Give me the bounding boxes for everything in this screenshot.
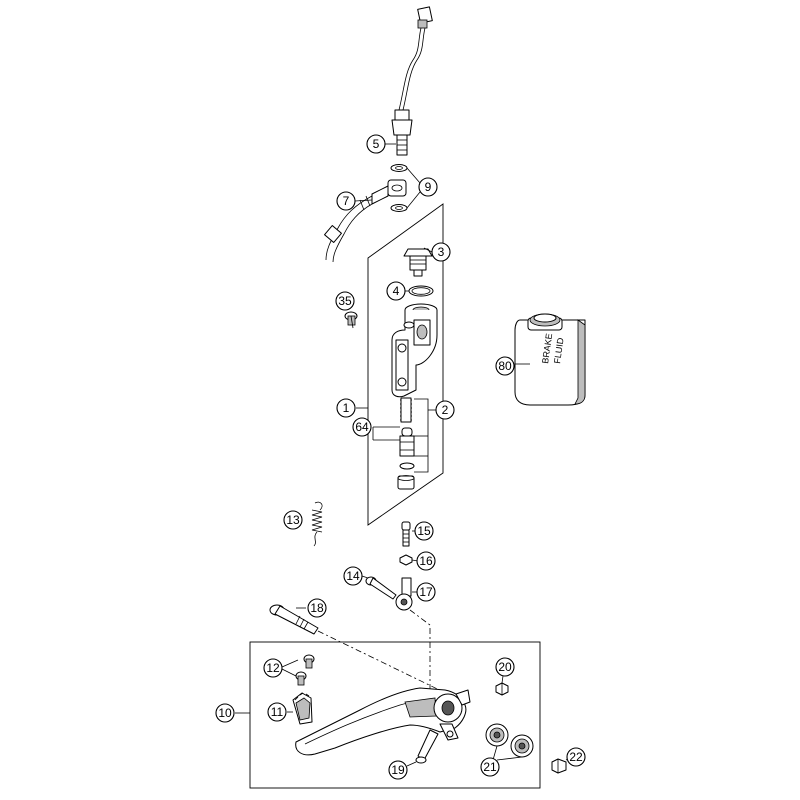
svg-text:11: 11 — [271, 705, 284, 719]
svg-text:5: 5 — [373, 137, 380, 151]
callout-3: 3 — [431, 242, 451, 262]
callout-13: 13 — [283, 510, 303, 530]
svg-text:4: 4 — [393, 284, 400, 298]
master-cylinder-body — [391, 303, 438, 398]
svg-text:10: 10 — [218, 706, 232, 720]
callout-14: 14 — [343, 566, 363, 586]
svg-text:15: 15 — [417, 524, 431, 538]
svg-text:2: 2 — [442, 403, 449, 417]
callout-17: 17 — [416, 582, 436, 602]
brake-fluid-bottle: BRAKE FLUID — [514, 313, 586, 406]
svg-text:13: 13 — [286, 513, 300, 527]
callout-4: 4 — [386, 281, 406, 301]
nut-20 — [495, 682, 509, 696]
bolt-22 — [551, 758, 567, 774]
callout-7: 7 — [336, 191, 356, 211]
return-spring — [311, 501, 323, 547]
clevis-17 — [395, 577, 413, 611]
pin-14 — [365, 576, 397, 600]
screw-12a — [303, 654, 315, 669]
brake-pedal — [295, 687, 471, 756]
callout-5: 5 — [366, 134, 386, 154]
svg-text:1: 1 — [343, 401, 350, 415]
bearing-21b — [510, 734, 534, 758]
pin-19 — [415, 729, 439, 764]
pedal-tip-11 — [292, 692, 313, 725]
callout-2: 2 — [435, 400, 455, 420]
brake-light-switch — [391, 6, 433, 156]
callout-64: 64 — [352, 417, 372, 437]
svg-text:20: 20 — [498, 660, 512, 674]
callout-80: 80 — [495, 356, 515, 376]
callout-21: 21 — [480, 757, 500, 777]
svg-text:3: 3 — [438, 245, 445, 259]
svg-text:7: 7 — [343, 194, 350, 208]
washer-upper — [390, 164, 408, 172]
svg-text:16: 16 — [419, 554, 433, 568]
svg-text:21: 21 — [483, 760, 497, 774]
bottle-label-line1: BRAKE — [540, 333, 554, 365]
svg-text:18: 18 — [310, 601, 324, 615]
svg-text:19: 19 — [391, 763, 405, 777]
master-cylinder-group-frame — [367, 203, 444, 526]
svg-text:12: 12 — [266, 661, 280, 675]
callout-11: 11 — [267, 702, 287, 722]
callout-15: 15 — [414, 521, 434, 541]
callout-12: 12 — [263, 658, 283, 678]
svg-text:22: 22 — [569, 750, 583, 764]
svg-text:35: 35 — [338, 294, 352, 308]
callout-10: 10 — [215, 703, 235, 723]
callout-16: 16 — [416, 551, 436, 571]
brake-line — [324, 179, 407, 263]
callout-1: 1 — [336, 398, 356, 418]
callout-22: 22 — [566, 747, 586, 767]
push-rod — [401, 521, 411, 547]
svg-text:64: 64 — [355, 420, 369, 434]
nut-16 — [399, 554, 413, 566]
callout-18: 18 — [307, 598, 327, 618]
svg-text:80: 80 — [498, 359, 512, 373]
bottle-label-line2: FLUID — [552, 337, 566, 365]
brake-pedal-group-frame — [249, 641, 541, 789]
svg-text:9: 9 — [425, 180, 432, 194]
callout-19: 19 — [388, 760, 408, 780]
piston-kit — [397, 397, 415, 490]
screw-35 — [344, 311, 358, 326]
washer-lower — [390, 204, 408, 212]
pivot-bolt-18 — [269, 604, 319, 635]
screw-12b — [295, 671, 307, 686]
callout-9: 9 — [418, 177, 438, 197]
bearing-21a — [485, 723, 509, 747]
reservoir-fitting — [403, 248, 433, 277]
svg-text:14: 14 — [346, 569, 360, 583]
callout-20: 20 — [495, 657, 515, 677]
callout-35: 35 — [335, 291, 355, 311]
svg-text:17: 17 — [419, 585, 433, 599]
